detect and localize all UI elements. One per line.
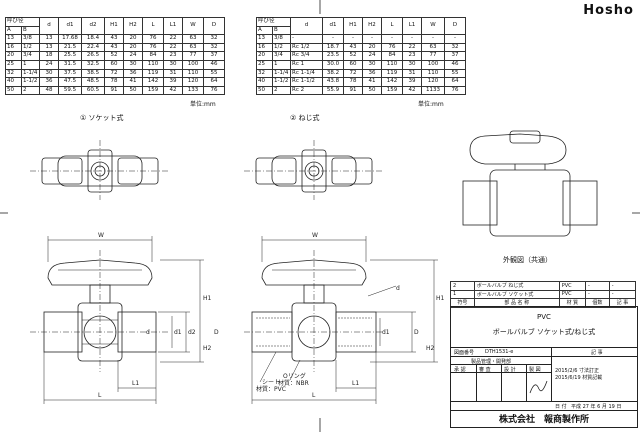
column-header: d1 (58, 16, 82, 36)
brand-logo: Hosho (583, 3, 634, 18)
dim-d1-socket: d1 (174, 329, 182, 336)
unit-label-left: 単位:mm (190, 101, 216, 108)
dim-d-socket: d (146, 329, 150, 336)
company-name: 株式会社 報商製作所 (498, 415, 589, 425)
approval-design: 設 計 (504, 367, 516, 373)
approval-review: 審 査 (479, 367, 491, 373)
dim-d2-socket: d2 (188, 329, 196, 336)
parts-cell: PVC (558, 289, 586, 299)
dim-D-socket: D (214, 329, 219, 336)
side-view-socket (30, 250, 170, 372)
dim-L-socket: L (98, 392, 102, 399)
revision-2: 2015/6/19 材質記載 (555, 375, 603, 381)
dim-D-screw: D (414, 329, 419, 336)
notes-label: 記 事 (591, 350, 603, 356)
dim-L1-socket: L1 (132, 380, 139, 387)
parts-cell: ボールバルブ ソケット式 (473, 289, 560, 299)
view-title-exterior: 外観図（共通） (503, 256, 552, 264)
dim-d-screw: d (396, 285, 400, 292)
title-block: PVC ボールバルブ ソケット式/ねじ式 図面番号 DTH1531-e 記 事 … (450, 306, 638, 428)
parts-cell: 1 (450, 289, 475, 299)
parts-cell: ボールバルブ ねじ式 (473, 281, 560, 291)
dim-W-socket: W (98, 232, 104, 239)
column-header: d (290, 16, 323, 36)
column-header: D (203, 16, 225, 36)
top-view-socket (30, 140, 170, 200)
column-header: H1 (104, 16, 124, 36)
unit-label-right: 単位:mm (418, 101, 444, 108)
date-label: 日 付 (555, 404, 567, 410)
date-value: 平成 27 年 6 月 19 日 (571, 404, 622, 410)
dim-W-screw: W (312, 232, 318, 239)
approval-approve: 承 認 (454, 367, 466, 373)
table-cell: 76 (444, 85, 466, 96)
callout-seat-material: 材質：PVC (256, 385, 286, 393)
parts-cell: - (584, 289, 610, 299)
column-header: D (444, 16, 466, 36)
top-view-screw (244, 140, 384, 200)
column-header: L (142, 16, 164, 36)
material-label: PVC (537, 313, 551, 321)
dim-H1-screw: H1 (436, 295, 445, 302)
approval-draft: 製 図 (529, 367, 541, 373)
view-title-socket: ① ソケット式 (80, 114, 124, 122)
callout-oring: Oリング (283, 372, 306, 380)
product-name: ボールバルブ ソケット式/ねじ式 (492, 328, 596, 336)
dim-L-screw: L (312, 392, 316, 399)
parts-cell: 2 (450, 281, 475, 291)
drawing-no: DTH1531-e (485, 349, 514, 355)
dimension-lines-socket (43, 236, 204, 404)
parts-cell: - (608, 281, 637, 291)
revision-1: 2015/2/6 寸法訂正 (555, 368, 600, 374)
approval-row-label: 製品管理・開発部 (471, 359, 512, 365)
dimension-labels: W L L1 H1 H2 d2 d1 d D W L L1 H1 H2 D d1… (98, 232, 445, 399)
parts-cell: - (608, 289, 637, 299)
dim-L1-screw: L1 (352, 380, 359, 387)
dim-H2-screw: H2 (426, 345, 435, 352)
exterior-view (462, 130, 598, 237)
parts-cell: - (584, 281, 610, 291)
drawing-no-label: 図面番号 (454, 350, 475, 356)
view-title-screw: ② ねじ式 (290, 114, 320, 122)
dimension-lines-screw (251, 236, 438, 404)
dim-H2-socket: H2 (203, 345, 212, 352)
callout-seat: シート (262, 379, 280, 386)
column-header: L (381, 16, 403, 36)
side-view-screw (244, 250, 384, 372)
parts-cell: PVC (558, 281, 586, 291)
callout-oring-material: 材質：NBR (278, 379, 309, 387)
dim-H1-socket: H1 (203, 295, 212, 302)
dim-d1-screw: d1 (382, 329, 390, 336)
table-cell: 76 (203, 85, 225, 96)
signature-mark (529, 380, 548, 394)
